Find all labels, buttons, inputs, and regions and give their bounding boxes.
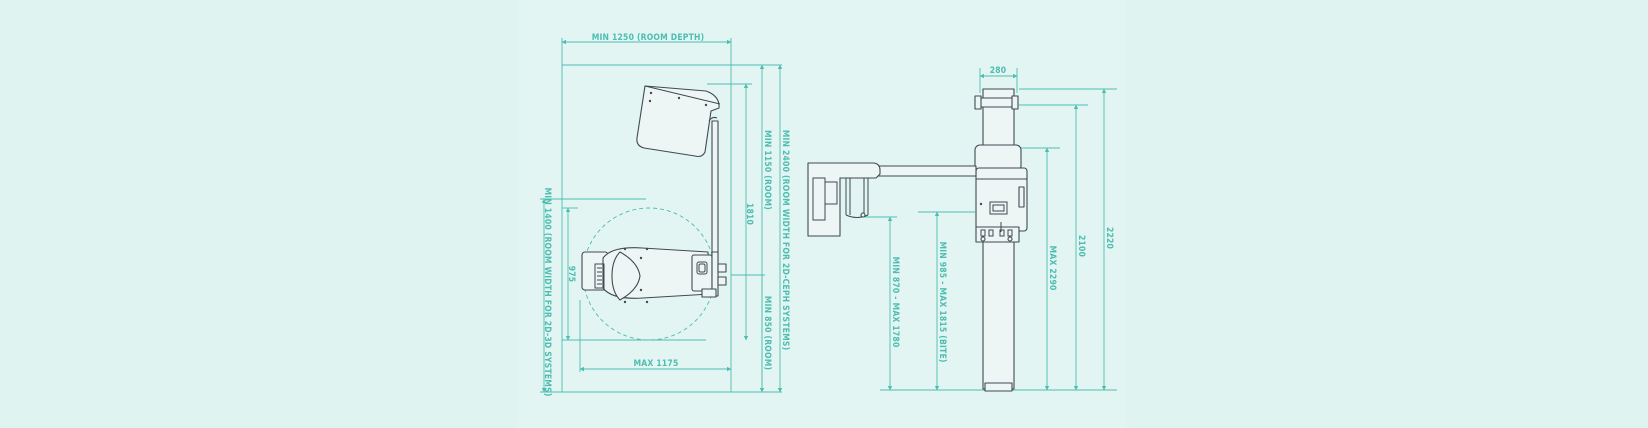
min-870-max-1780-label: MIN 870 - MAX 1780 [890,257,900,348]
d975-label: 975 [566,266,576,283]
side-view: 280 2220 2100 MAX 2290 MIN 870 - MAX 178… [807,66,1117,392]
room-depth-label: MIN 1250 (ROOM DEPTH) [592,33,705,43]
device-top-view [581,85,727,304]
device-side-view [807,88,1028,392]
top-view: MIN 1250 (ROOM DEPTH) MIN 1150 (ROOM) MI… [540,33,790,397]
min-1150-room-label: MIN 1150 (ROOM) [762,130,772,210]
max-1175-label: MAX 1175 [634,359,679,369]
min-850-room-label: MIN 850 (ROOM) [762,296,772,370]
min-1400-2d3d-label: MIN 1400 (ROOM WIDTH FOR 2D-3D SYSTEMS) [542,187,552,396]
d2100-label: 2100 [1076,235,1086,257]
min-985-max-1815-label: MIN 985 - MAX 1815 (BITE) [937,241,947,362]
d2220-label: 2220 [1104,227,1114,249]
top-view-dimension-lines [540,38,783,393]
d280-label: 280 [990,66,1007,76]
d1810-label: 1810 [744,203,754,225]
max-2290-label: MAX 2290 [1047,246,1057,291]
min-2400-ceph-label: MIN 2400 (ROOM WIDTH FOR 2D-CEPH SYSTEMS… [780,130,790,351]
side-view-dimension-lines [863,68,1117,391]
